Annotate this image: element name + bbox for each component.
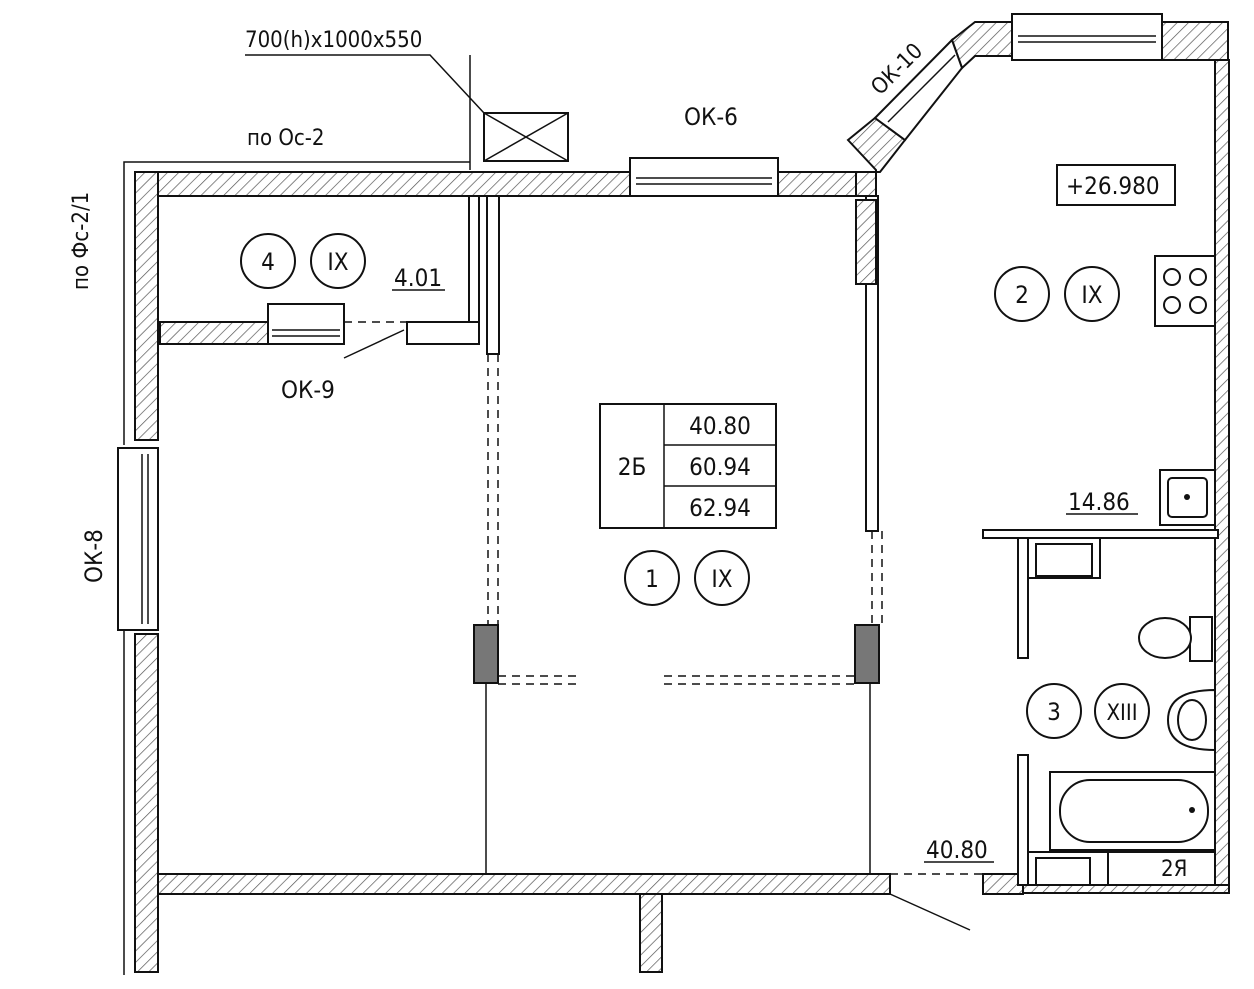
partition-b-segment: [855, 199, 877, 285]
wall-bathroom-bottom: [1022, 884, 1230, 894]
room-4-class: IX: [327, 248, 348, 276]
bathroom-fixtures: [1027, 537, 1216, 886]
window-ok10: [873, 38, 964, 142]
column-left: [473, 624, 499, 684]
apartment-table: [599, 403, 777, 529]
room-markers: [240, 233, 1150, 739]
room-1-class: IX: [711, 565, 732, 593]
storage-wall-left: [159, 321, 269, 345]
stove-icon: [1154, 255, 1216, 327]
room-4-area: 4.01: [394, 264, 442, 292]
storage-partition-right: [468, 195, 480, 327]
wall-corner-upper: [950, 21, 1013, 70]
apartment-area-total: 60.94: [689, 453, 751, 481]
text-labels: 700(h)x1000x550 по Ос-2 по Фс-2/1 ОК-6 О…: [69, 28, 1187, 882]
exterior-outline: [123, 161, 470, 975]
axis-left-label: по Фс-2/1: [69, 192, 94, 290]
vent-size-label: 700(h)x1000x550: [245, 28, 422, 53]
toilet-icon: [1138, 616, 1213, 662]
room-4-number: 4: [261, 248, 275, 276]
room-1-number-circle: [624, 550, 680, 606]
interior-walls: [159, 195, 1219, 886]
window-ok8: [117, 447, 159, 631]
exterior-walls: [134, 21, 1230, 973]
room-2-number: 2: [1015, 281, 1029, 309]
room-3-number-circle: [1026, 683, 1082, 739]
wall-left-upper: [134, 171, 159, 441]
partition-a: [486, 195, 500, 355]
room-2-area: 14.86: [1068, 488, 1130, 516]
room-2-class: IX: [1081, 281, 1102, 309]
window-ok9: [267, 303, 345, 345]
wall-right: [1214, 59, 1230, 893]
room-1-number: 1: [645, 565, 659, 593]
room-2-class-circle: [1064, 266, 1120, 322]
ventilation-box: [245, 54, 569, 170]
wall-left-lower: [134, 633, 159, 973]
kitchen-fixtures: [1154, 255, 1216, 526]
window-left-label: ОК-8: [80, 529, 108, 583]
apartment-area-balcony: 62.94: [689, 494, 751, 522]
wall-top-middle: [777, 171, 857, 197]
sink-icon: [1159, 469, 1216, 526]
apartment-type: 2Б: [618, 453, 647, 481]
windows: [117, 13, 1163, 631]
elevation-box: [1056, 164, 1176, 206]
room-4-number-circle: [240, 233, 296, 289]
room-3-area: 2Я: [1161, 857, 1187, 882]
room-3-class: XIII: [1106, 701, 1137, 726]
washer-icon: [1027, 537, 1101, 579]
washbasin-icon: [1166, 688, 1216, 752]
axis-top-label: по Ос-2: [247, 126, 325, 151]
apartment-area-living: 40.80: [689, 412, 751, 440]
bathroom-wall-lower: [1017, 754, 1029, 886]
room-4-class-circle: [310, 233, 366, 289]
room-1-area: 40.80: [926, 836, 988, 864]
room-3-class-circle: [1094, 683, 1150, 739]
bathtub-icon: [1049, 771, 1216, 851]
room-2-number-circle: [994, 266, 1050, 322]
window-top-right: [1011, 13, 1163, 61]
column-right: [854, 624, 880, 684]
window-storage-label: ОК-9: [281, 376, 335, 404]
wall-bottom-stub: [639, 893, 663, 973]
bathroom-wall-upper: [1017, 537, 1029, 659]
wall-top-right: [1161, 21, 1229, 61]
kitchen-counter-line: [982, 529, 1219, 539]
window-top-label: ОК-6: [684, 103, 738, 131]
room-3-number: 3: [1047, 698, 1061, 726]
elevation-label: +26.980: [1066, 172, 1160, 200]
wall-top-left: [134, 171, 631, 197]
window-ok6: [629, 157, 779, 197]
cabinet-icon: [1027, 851, 1216, 886]
storage-wall-right: [406, 321, 480, 345]
room-1-class-circle: [694, 550, 750, 606]
wall-bottom: [157, 873, 891, 895]
label-underlines: [392, 289, 1138, 863]
dashed-lines: [343, 321, 983, 931]
